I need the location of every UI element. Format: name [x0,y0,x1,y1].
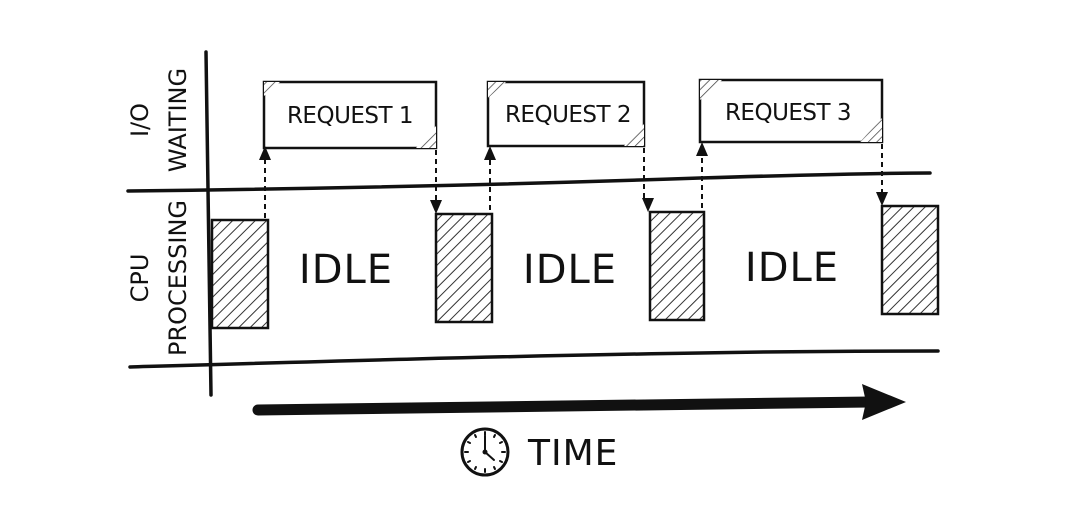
cpu-block-1 [210,218,270,330]
up-arrow-3 [696,142,708,208]
up-arrow-2 [484,146,496,210]
cpu-block-3 [648,210,706,322]
idle-label-2: IDLE [523,247,617,293]
cpu-block-2 [434,212,494,324]
row-divider-bottom [128,349,940,369]
request-3-label: REQUEST 3 [725,100,851,126]
request-box-3: REQUEST 3 [698,78,884,144]
request-2-label: REQUEST 2 [505,102,631,128]
time-arrow [252,384,906,420]
cpu-label-line1: CPU [126,254,154,303]
request-box-1: REQUEST 1 [262,80,438,150]
down-arrow-1 [430,150,442,214]
time-label: TIME [527,433,618,474]
io-label-line1: I/O [126,103,154,137]
idle-label-3: IDLE [745,245,839,291]
cpu-label-line2: PROCESSING [164,200,192,356]
io-label-line2: WAITING [164,68,192,172]
request-1-label: REQUEST 1 [287,103,413,129]
cpu-processing-row-label: CPU PROCESSING [126,200,192,356]
row-divider-top [126,171,932,193]
down-arrow-3 [876,144,888,206]
up-arrow-1 [259,146,271,218]
io-waiting-row-label: I/O WAITING [126,68,192,172]
request-box-2: REQUEST 2 [486,80,646,148]
clock-icon [460,427,510,477]
idle-label-1: IDLE [299,247,393,293]
vertical-axis-line [204,50,213,397]
cpu-block-4 [880,204,940,316]
down-arrow-2 [642,148,654,212]
